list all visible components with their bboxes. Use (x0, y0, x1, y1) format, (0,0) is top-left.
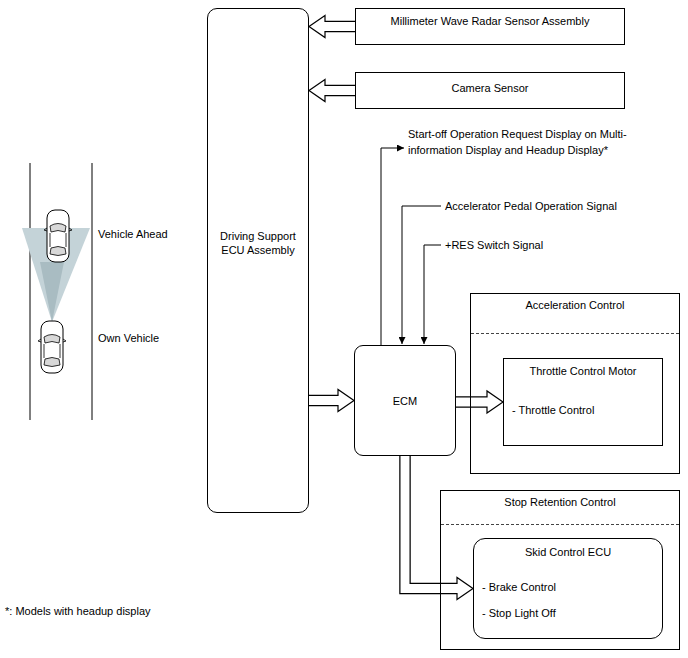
sensor-box: Camera Sensor (355, 72, 625, 109)
arrow-head (309, 80, 325, 102)
road-line (30, 163, 31, 420)
signal-arrow (424, 245, 441, 344)
signal-arrow (381, 148, 404, 345)
node-title: ECM (393, 394, 417, 408)
arrow-head (338, 390, 354, 412)
dashed-divider (471, 333, 679, 334)
arrow-head (487, 391, 503, 413)
ecu-box: Skid Control ECU - Brake Control - Stop Li… (473, 538, 663, 639)
node-item: - Brake Control (482, 580, 654, 594)
signal-label: Start-off Operation Request Display on M… (408, 126, 666, 158)
vehicle-label: Vehicle Ahead (98, 226, 168, 242)
arrow-shaft-outline (405, 456, 457, 589)
camera-cone (40, 262, 64, 322)
ecu-box: ECM (354, 345, 456, 456)
signal-arrow (402, 206, 441, 344)
ecu-box: Driving Support ECU Assembly (207, 8, 309, 513)
control-group: Skid Control ECU - Brake Control - Stop Li… (440, 490, 680, 650)
arrow-head (309, 16, 325, 38)
node-title: Stop Retention Control (449, 495, 671, 509)
arrow-shaft-fill (324, 86, 356, 95)
arrow-shaft-fill (324, 22, 356, 31)
node-title: Acceleration Control (479, 298, 671, 312)
actuator-box: Throttle Control Motor - Throttle Control (503, 358, 663, 446)
node-title: Driving Support ECU Assembly (214, 229, 302, 257)
arrow-shaft-fill (456, 398, 489, 407)
block-arrow (309, 16, 355, 38)
control-group: Throttle Control Motor - Throttle Control… (470, 293, 680, 474)
signal-label: Accelerator Pedal Operation Signal (445, 198, 617, 214)
block-arrow (309, 390, 354, 412)
node-item: - Throttle Control (512, 403, 654, 417)
node-item: - Stop Light Off (482, 606, 654, 620)
arrow-shaft-fill (309, 396, 340, 405)
vehicle-ahead-icon (44, 210, 72, 262)
block-arrow (309, 80, 355, 102)
block-arrow (405, 456, 473, 600)
node-title: Skid Control ECU (482, 545, 654, 559)
signal-label: +RES Switch Signal (445, 237, 543, 253)
footnote: *: Models with headup display (5, 603, 151, 619)
block-arrow (456, 391, 503, 413)
sensor-box: Millimeter Wave Radar Sensor Assembly (355, 8, 625, 45)
road-line (92, 163, 93, 420)
node-title: Camera Sensor (364, 81, 616, 95)
arrow-shaft-fill (405, 456, 459, 589)
node-title: Millimeter Wave Radar Sensor Assembly (364, 14, 616, 28)
arrow-head (457, 578, 473, 600)
vehicle-label: Own Vehicle (98, 330, 159, 346)
dashed-divider (441, 524, 679, 525)
own-vehicle-icon (38, 321, 66, 373)
node-title: Throttle Control Motor (512, 364, 654, 378)
